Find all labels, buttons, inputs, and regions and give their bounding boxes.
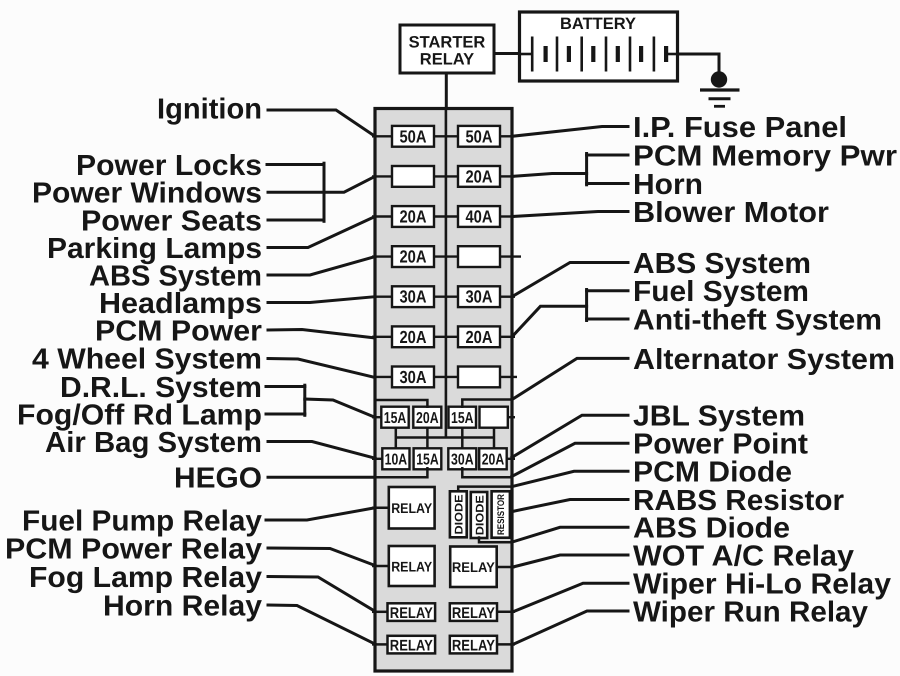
svg-text:30A: 30A: [400, 367, 427, 387]
svg-text:RELAY: RELAY: [452, 559, 496, 575]
svg-text:Horn: Horn: [633, 169, 703, 201]
svg-text:Power Seats: Power Seats: [81, 205, 262, 237]
svg-text:RELAY: RELAY: [452, 605, 496, 622]
svg-text:Parking Lamps: Parking Lamps: [47, 233, 262, 265]
svg-text:PCM Power Relay: PCM Power Relay: [5, 533, 262, 565]
svg-text:BATTERY: BATTERY: [560, 15, 636, 33]
svg-text:ABS System: ABS System: [89, 260, 262, 292]
svg-text:20A: 20A: [466, 327, 493, 347]
svg-text:RELAY: RELAY: [452, 637, 496, 654]
svg-text:Fog/Off Rd Lamp: Fog/Off Rd Lamp: [17, 399, 262, 431]
svg-text:D.R.L. System: D.R.L. System: [60, 372, 262, 404]
svg-text:Blower Motor: Blower Motor: [633, 197, 829, 229]
svg-text:10A: 10A: [385, 451, 408, 468]
svg-text:HEGO: HEGO: [174, 462, 262, 494]
svg-text:20A: 20A: [400, 247, 427, 267]
svg-text:Ignition: Ignition: [157, 93, 262, 125]
svg-text:Wiper Run Relay: Wiper Run Relay: [633, 596, 868, 628]
svg-text:20A: 20A: [416, 410, 439, 427]
svg-text:RELAY: RELAY: [391, 559, 433, 575]
svg-text:Power Point: Power Point: [633, 429, 808, 461]
svg-text:Power Windows: Power Windows: [32, 178, 262, 210]
svg-text:30A: 30A: [451, 451, 474, 468]
svg-text:I.P. Fuse Panel: I.P. Fuse Panel: [633, 112, 847, 144]
svg-text:Power Locks: Power Locks: [76, 150, 262, 182]
svg-text:WOT A/C Relay: WOT A/C Relay: [633, 540, 854, 572]
svg-text:Headlamps: Headlamps: [99, 288, 262, 320]
svg-text:PCM Memory Pwr: PCM Memory Pwr: [633, 140, 897, 172]
svg-text:Wiper Hi-Lo Relay: Wiper Hi-Lo Relay: [633, 569, 891, 601]
svg-text:20A: 20A: [400, 207, 427, 227]
svg-text:Air Bag System: Air Bag System: [45, 427, 262, 459]
svg-text:20A: 20A: [400, 327, 427, 347]
svg-text:40A: 40A: [466, 207, 493, 227]
svg-text:30A: 30A: [400, 287, 427, 307]
svg-text:Anti-theft System: Anti-theft System: [633, 304, 882, 336]
svg-text:RABS Resistor: RABS Resistor: [633, 485, 844, 517]
svg-text:15A: 15A: [384, 410, 407, 427]
svg-text:50A: 50A: [400, 126, 427, 146]
svg-text:Fuel Pump Relay: Fuel Pump Relay: [22, 505, 262, 537]
svg-text:ABS System: ABS System: [633, 248, 811, 280]
svg-text:DIODE: DIODE: [474, 495, 486, 536]
svg-text:15A: 15A: [451, 410, 474, 427]
svg-text:RELAY: RELAY: [390, 637, 434, 654]
svg-text:30A: 30A: [466, 287, 493, 307]
svg-text:20A: 20A: [466, 166, 493, 186]
svg-text:STARTER: STARTER: [409, 34, 486, 52]
svg-text:ABS Diode: ABS Diode: [633, 513, 790, 545]
svg-text:Horn Relay: Horn Relay: [103, 590, 262, 622]
svg-text:Fog Lamp Relay: Fog Lamp Relay: [29, 562, 262, 594]
svg-text:4 Wheel System: 4 Wheel System: [32, 343, 262, 375]
svg-text:RELAY: RELAY: [420, 51, 474, 69]
svg-text:PCM Power: PCM Power: [95, 315, 262, 347]
svg-text:20A: 20A: [482, 451, 505, 468]
svg-text:RELAY: RELAY: [391, 500, 433, 516]
svg-text:Alternator System: Alternator System: [633, 344, 895, 376]
svg-text:JBL System: JBL System: [633, 400, 805, 432]
svg-text:RELAY: RELAY: [390, 605, 434, 622]
svg-text:50A: 50A: [466, 126, 493, 146]
svg-text:DIODE: DIODE: [454, 494, 466, 535]
svg-text:RESISTOR: RESISTOR: [496, 494, 507, 535]
svg-text:Fuel System: Fuel System: [633, 276, 809, 308]
svg-text:PCM Diode: PCM Diode: [633, 457, 792, 489]
svg-text:15A: 15A: [416, 451, 439, 468]
